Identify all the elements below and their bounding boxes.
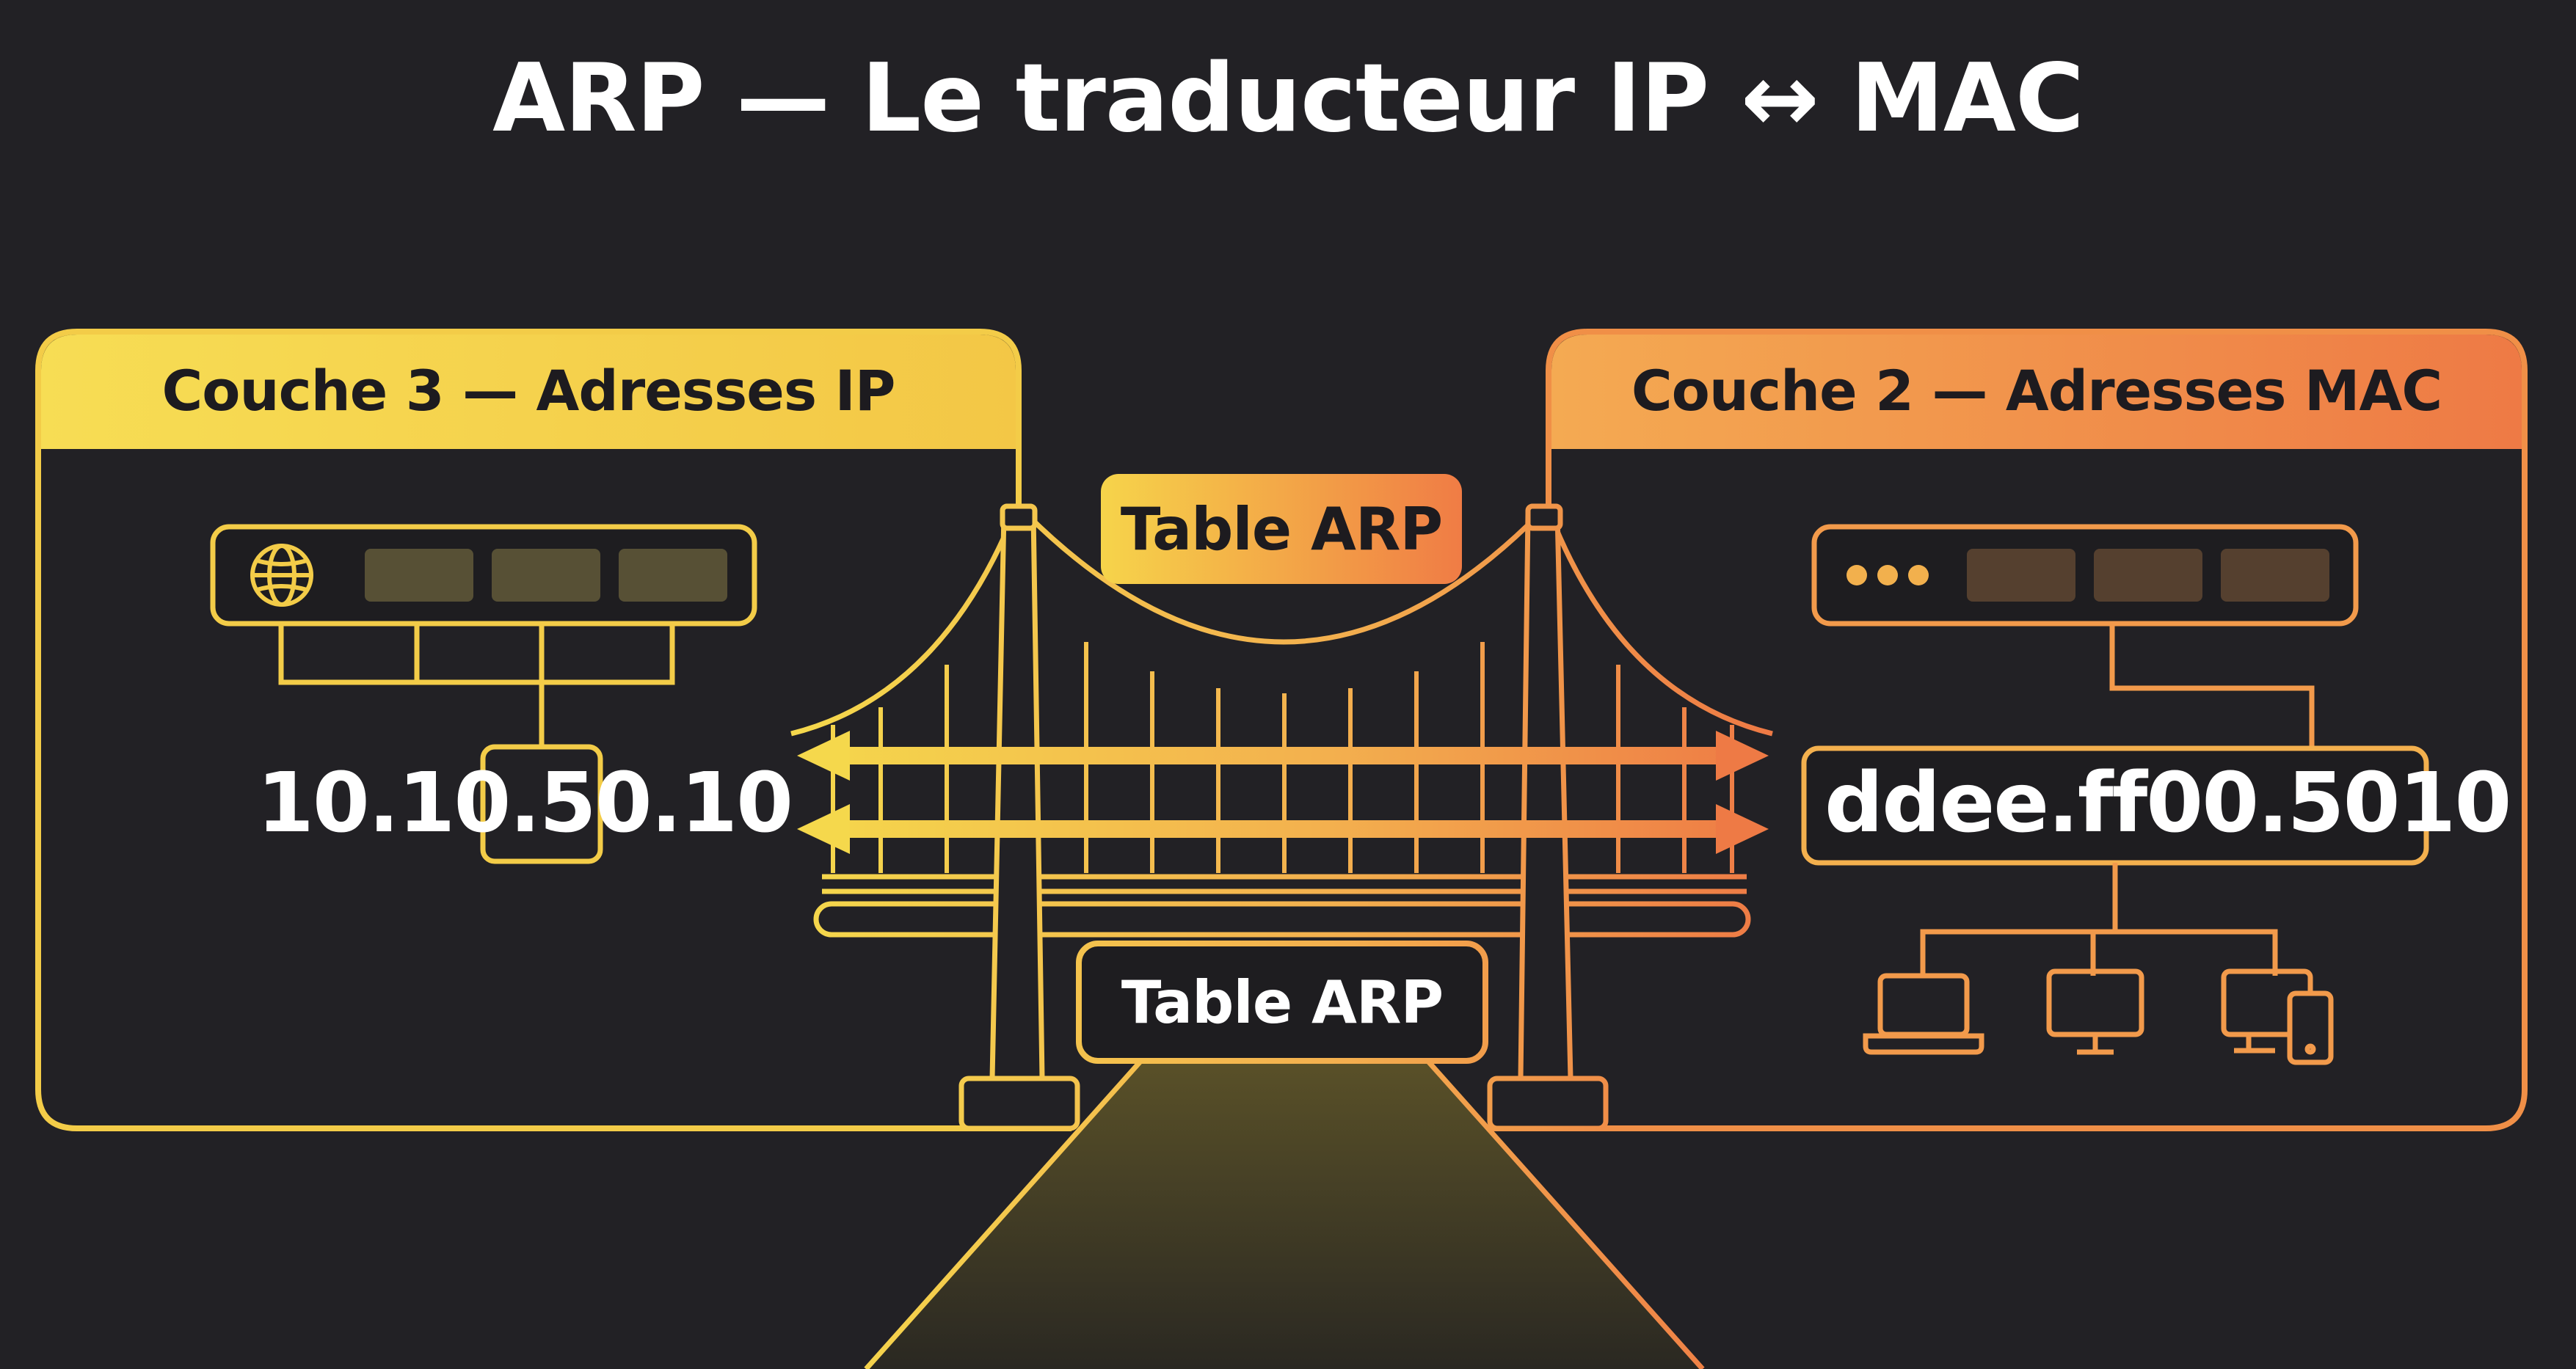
octet-block bbox=[365, 549, 473, 602]
mac-block bbox=[1967, 549, 2075, 602]
table-arp-tag-top-bg bbox=[1101, 474, 1462, 584]
mac-address-bar bbox=[1811, 524, 2359, 627]
ip-address-bar bbox=[210, 524, 757, 627]
dots-icon bbox=[1847, 565, 1929, 585]
mac-address: ddee.ff00.5010 bbox=[1824, 756, 2511, 851]
globe-icon bbox=[250, 544, 313, 607]
mac-tree-connectors bbox=[2109, 624, 2315, 748]
octet-block bbox=[619, 549, 727, 602]
page-title: ARP — Le traducteur IP ↔ MAC bbox=[492, 44, 2084, 153]
table-arp-tag-bottom-bg bbox=[1076, 941, 1488, 1064]
monitor-icon bbox=[2046, 968, 2144, 1055]
table-arp-label-bottom: Table ARP bbox=[1121, 968, 1444, 1037]
ip-address: 10.10.50.10 bbox=[257, 756, 793, 851]
ip-mac-arrows bbox=[797, 731, 1769, 854]
layer3-panel bbox=[35, 329, 1071, 1131]
device-connectors bbox=[1920, 863, 2278, 976]
layer2-panel bbox=[1490, 329, 2528, 1131]
layer3-header: Couche 3 — Adresses IP bbox=[161, 357, 896, 423]
ip-tree-connectors bbox=[278, 624, 675, 747]
layer2-header: Couche 2 — Adresses MAC bbox=[1631, 357, 2442, 423]
desktop-phone-icon bbox=[2221, 968, 2334, 1065]
mac-block bbox=[2094, 549, 2202, 602]
octet-highlight bbox=[480, 744, 603, 864]
arp-bridge bbox=[790, 503, 1773, 1131]
table-arp-label-top: Table ARP bbox=[1120, 494, 1443, 563]
road-edges bbox=[864, 1054, 1705, 1369]
mac-block bbox=[2221, 549, 2329, 602]
octet-block bbox=[492, 549, 600, 602]
laptop-icon bbox=[1863, 973, 1984, 1055]
